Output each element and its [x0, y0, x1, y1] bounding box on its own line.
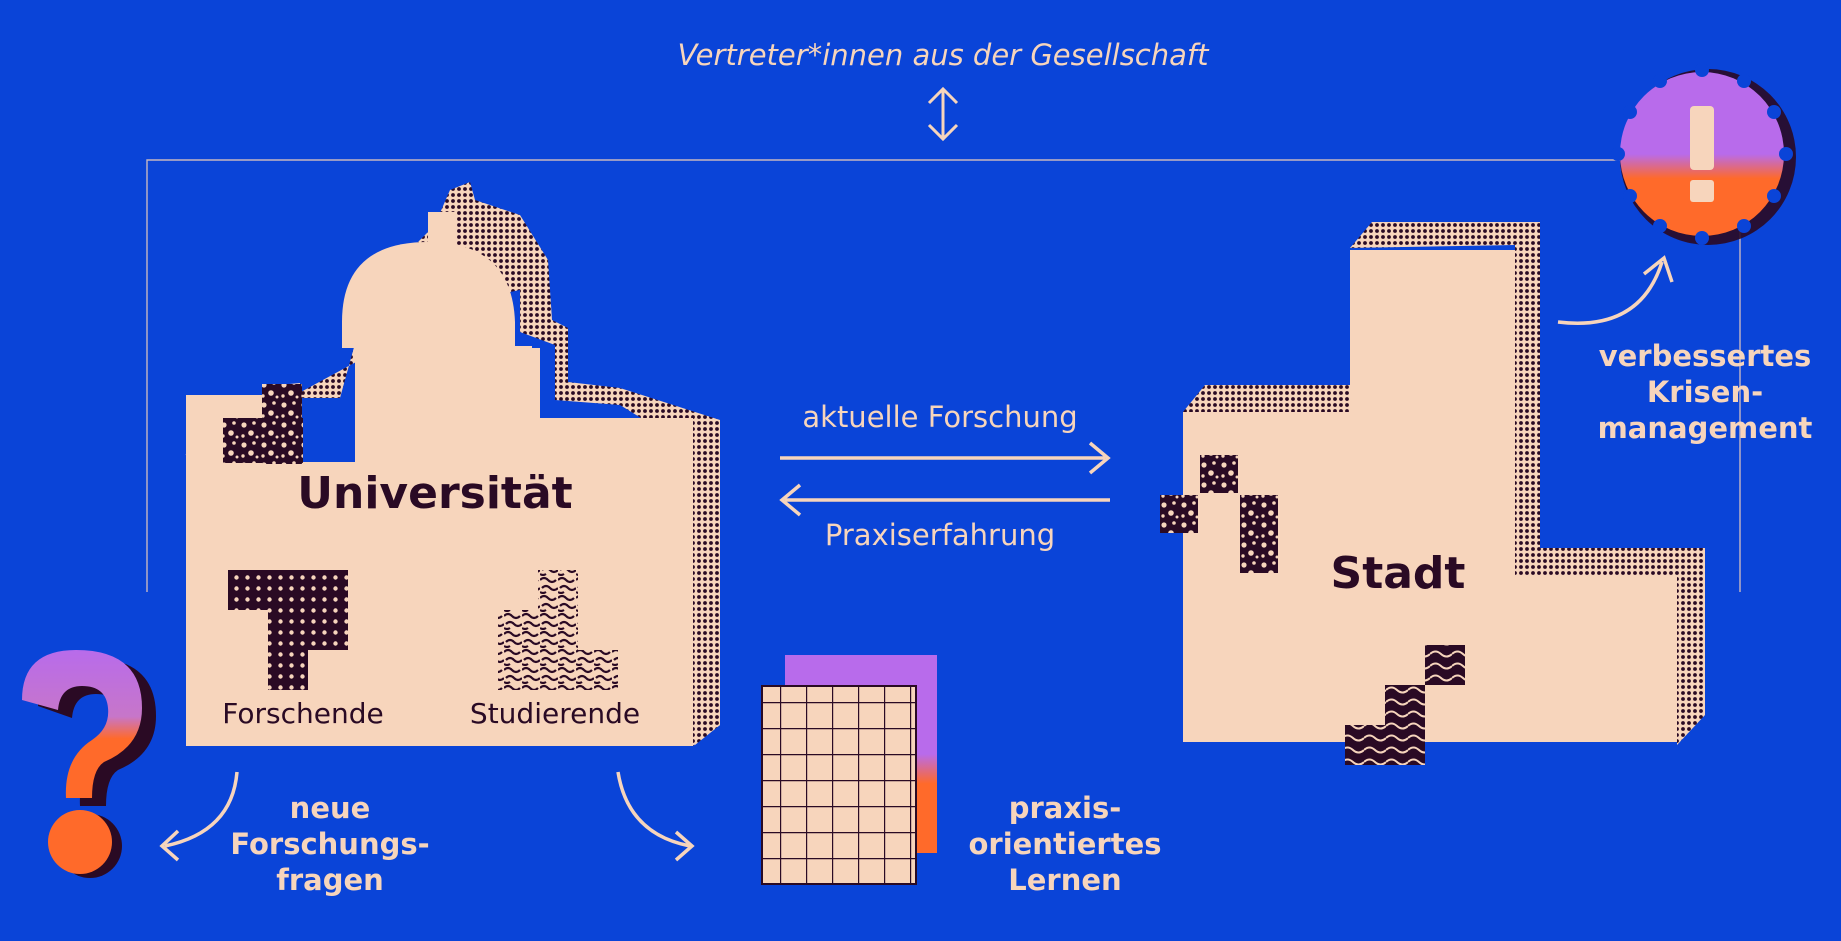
double-arrow-icon	[927, 86, 959, 142]
research-label: aktuelle Forschung	[802, 400, 1078, 434]
grid-paper-icon	[761, 655, 937, 885]
practice-label: Praxiserfahrung	[824, 518, 1056, 552]
learning-arrow	[616, 771, 691, 848]
university-title: Universität	[297, 468, 573, 519]
city-building	[1160, 220, 1705, 765]
university-building	[185, 182, 720, 746]
question-mark-icon	[22, 650, 156, 878]
exclamation-gear-icon	[1611, 63, 1796, 245]
society-frame	[146, 159, 1741, 592]
researchers-label: Forschende	[222, 697, 384, 730]
questions-arrow	[164, 771, 239, 848]
city-title: Stadt	[1330, 548, 1466, 599]
practice-arrow	[779, 483, 1110, 517]
new-questions-label: neue Forschungs- fragen	[230, 791, 430, 897]
society-label: Vertreter*innen aus der Gesellschaft	[677, 38, 1209, 72]
crisis-arrow	[1557, 261, 1664, 325]
research-arrow	[780, 441, 1111, 475]
crisis-management-label: verbessertes Krisen- management	[1597, 339, 1813, 445]
practical-learning-label: praxis- orientiertes Lernen	[968, 791, 1162, 897]
students-label: Studierende	[469, 697, 641, 730]
